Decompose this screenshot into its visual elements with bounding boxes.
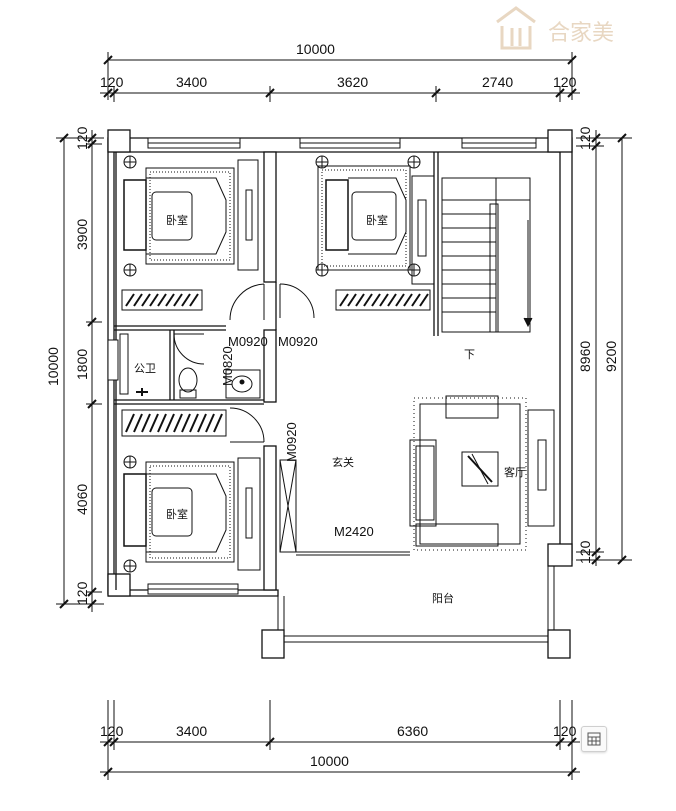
windows-top: [107, 137, 537, 595]
interior-walls: [114, 151, 439, 591]
door-label-d5: M2420: [334, 524, 374, 539]
entrance: 玄关: [279, 455, 410, 556]
room-label-bedroom-n: 卧室: [366, 213, 388, 227]
logo-text: 合家美: [548, 21, 614, 46]
left-dimensions: [56, 130, 104, 612]
exterior-walls: [107, 129, 573, 659]
gallery-tool-button[interactable]: [581, 726, 607, 752]
dim-bottom-seg2: 6360: [397, 723, 428, 739]
room-label-balcony: 阳台: [432, 591, 454, 605]
dim-left-seg3: 4060: [74, 484, 90, 515]
bedroom-n: 卧室: [315, 155, 435, 311]
dim-bottom-total: 10000: [310, 753, 349, 769]
door-label-d2: M0920: [278, 334, 318, 349]
door-swings: [173, 283, 315, 443]
room-label-bedroom-sw: 卧室: [166, 507, 188, 521]
dim-bottom-seg1: 3400: [176, 723, 207, 739]
room-label-stair-down: 下: [464, 348, 475, 361]
room-label-living: 客厅: [504, 465, 526, 479]
dim-top-wall-left: 120: [100, 74, 124, 90]
dim-left-wall-bottom: 120: [74, 581, 90, 605]
dim-top-seg1: 3400: [176, 74, 207, 90]
balcony: 阳台: [277, 566, 555, 643]
top-dimensions: [100, 52, 580, 102]
dim-left-total: 10000: [45, 347, 61, 386]
room-label-entrance: 玄关: [332, 455, 354, 469]
dim-right-inner: 8960: [577, 341, 593, 372]
dim-right-wall-bottom: 120: [577, 540, 593, 564]
bedroom-nw: 卧室: [121, 155, 259, 311]
bottom-dimensions: [100, 700, 580, 780]
right-dimensions: [576, 130, 632, 566]
logo-house-icon: [496, 6, 536, 50]
door-label-d4: M0920: [284, 422, 299, 462]
dim-right-wall-top: 120: [577, 126, 593, 150]
dim-top-wall-right: 120: [553, 74, 577, 90]
dim-bottom-wall-left: 120: [100, 723, 124, 739]
logo: 合家美: [496, 6, 614, 50]
dim-left-seg1: 3900: [74, 219, 90, 250]
dim-left-seg2: 1800: [74, 349, 90, 380]
dim-top-total: 10000: [296, 41, 335, 57]
door-label-d1: M0920: [228, 334, 268, 349]
dim-top-seg2: 3620: [337, 74, 368, 90]
dim-top-seg3: 2740: [482, 74, 513, 90]
bathroom: 公卫: [119, 333, 261, 399]
room-label-bedroom-nw: 卧室: [166, 213, 188, 227]
living-room: 客厅: [409, 395, 555, 551]
dim-right-outer: 9200: [603, 341, 619, 372]
staircase: 下: [441, 177, 533, 361]
dim-left-wall-top: 120: [74, 126, 90, 150]
dim-bottom-wall-right: 120: [553, 723, 577, 739]
door-label-d3: M0820: [220, 346, 235, 386]
grid-icon: [587, 732, 601, 746]
bedroom-sw: 卧室: [121, 409, 261, 573]
room-label-bathroom: 公卫: [134, 362, 156, 375]
